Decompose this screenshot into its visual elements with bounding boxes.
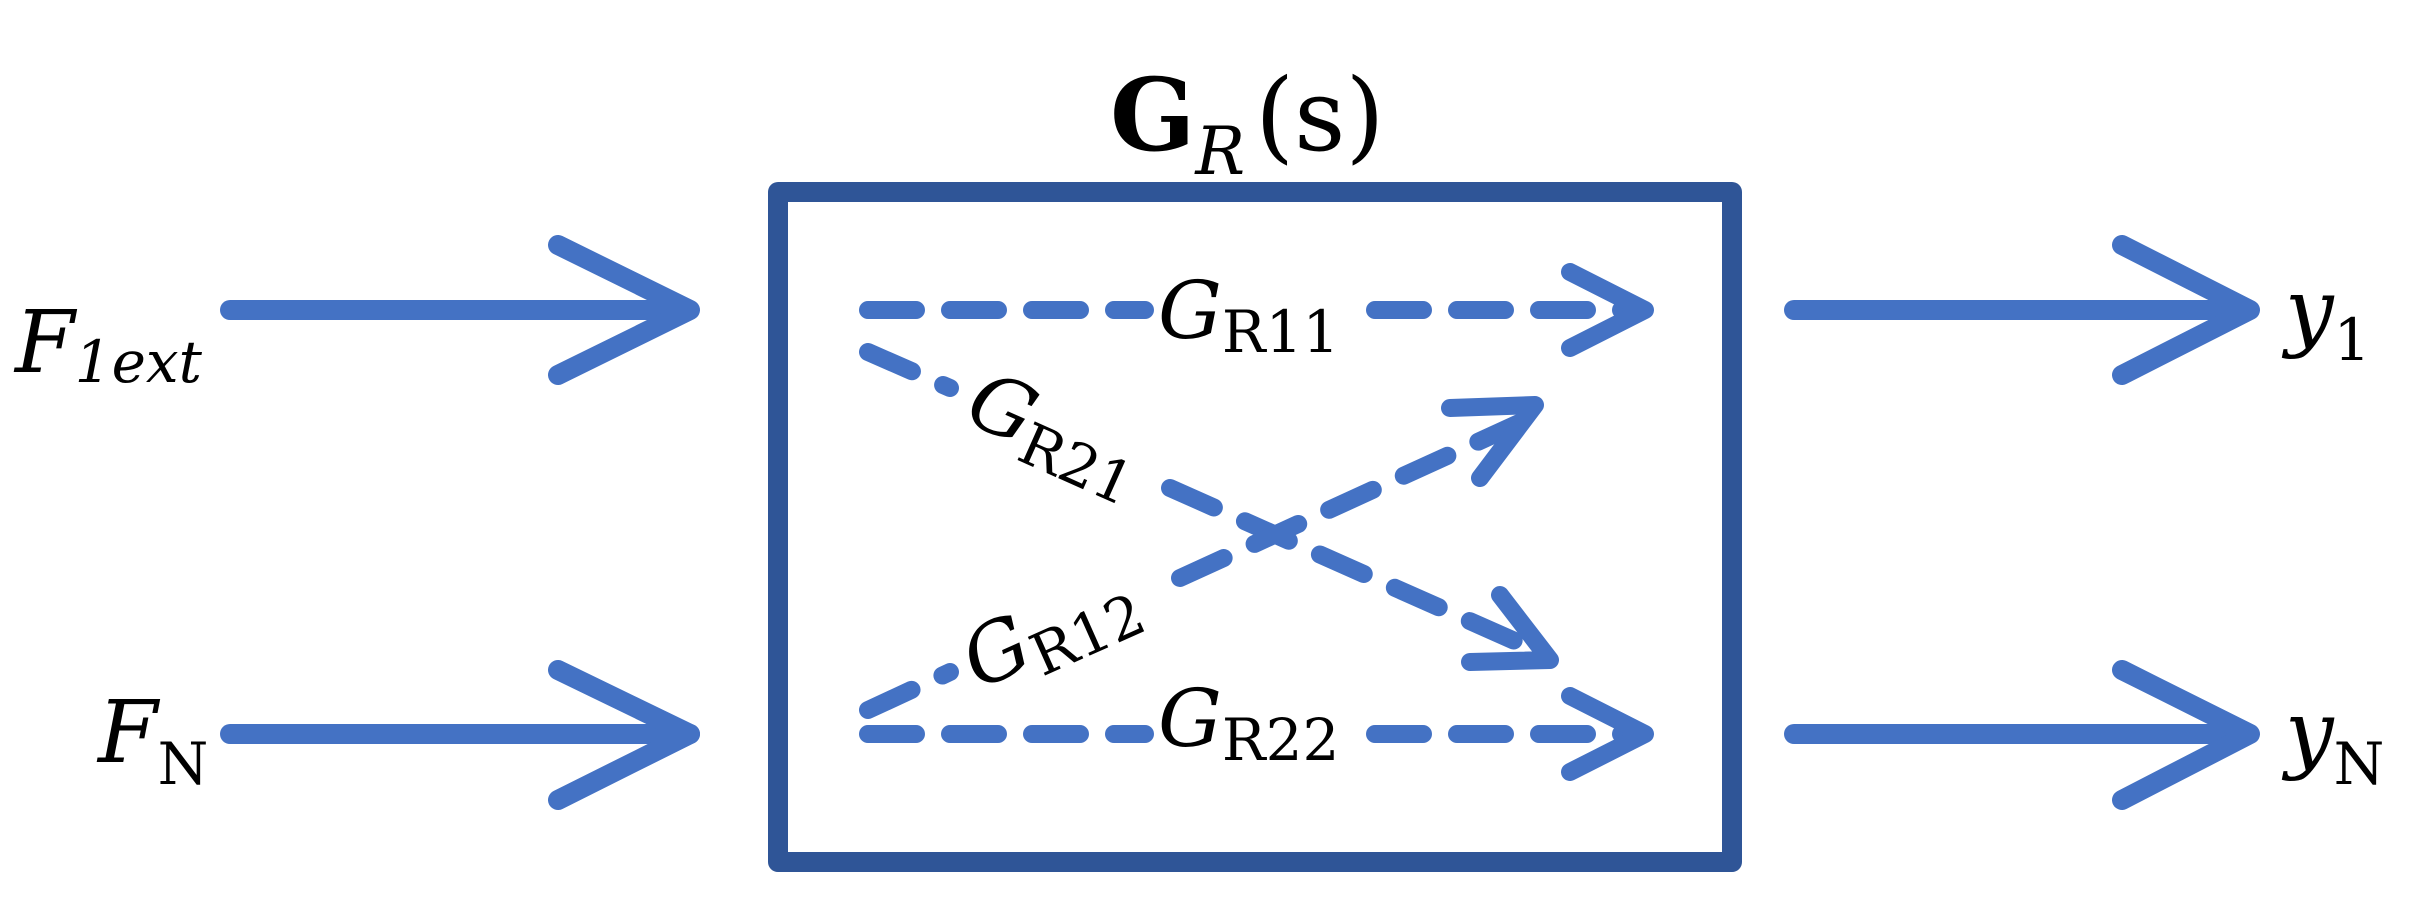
- path-arrow-r11: [859, 263, 1654, 357]
- output-label-1-symbol: y: [2281, 261, 2335, 361]
- path-arrow-r21: [859, 343, 1559, 671]
- path-label-r11-subscript: R11: [1222, 298, 1339, 366]
- block-title-main: G: [1110, 56, 1195, 174]
- input-label-n: FN: [96, 683, 208, 798]
- path-label-r11: GR11: [1158, 264, 1339, 366]
- path-label-r12-subscript: R12: [1020, 580, 1155, 690]
- output-label-n-symbol: y: [2281, 683, 2335, 783]
- block-title: GR(s): [1110, 56, 1384, 190]
- block-title-arg: (s): [1255, 57, 1384, 174]
- block-title-sub: R: [1194, 113, 1245, 190]
- output-label-1-subscript: 1: [2334, 306, 2371, 374]
- input-arrow-n: [220, 660, 700, 810]
- transfer-block: [768, 182, 1742, 872]
- input-label-n-subscript: N: [158, 730, 209, 798]
- path-label-r12: GR12: [948, 549, 1155, 716]
- output-label-1: y1: [2281, 261, 2371, 374]
- input-label-1-subscript: 1ext: [75, 328, 203, 396]
- path-label-r22: GR22: [1158, 672, 1339, 774]
- path-arrow-r12: [859, 396, 1544, 719]
- input-label-1-symbol: F: [13, 293, 78, 393]
- output-label-n: yN: [2281, 683, 2384, 798]
- path-label-r22-subscript: R22: [1222, 706, 1339, 774]
- path-label-r12-symbol: G: [948, 596, 1044, 707]
- path-label-r11-symbol: G: [1158, 264, 1222, 357]
- output-arrow-1: [1784, 235, 2260, 385]
- output-arrow-n: [1784, 660, 2260, 810]
- path-label-r21: GR21: [951, 352, 1158, 519]
- input-arrow-1: [220, 235, 700, 385]
- input-label-n-symbol: F: [96, 683, 161, 783]
- input-label-1: F1ext: [13, 293, 203, 396]
- path-label-r22-symbol: G: [1158, 672, 1222, 765]
- path-label-r21-subscript: R21: [1009, 409, 1144, 519]
- path-arrow-r22: [859, 687, 1654, 781]
- output-label-n-subscript: N: [2334, 730, 2385, 798]
